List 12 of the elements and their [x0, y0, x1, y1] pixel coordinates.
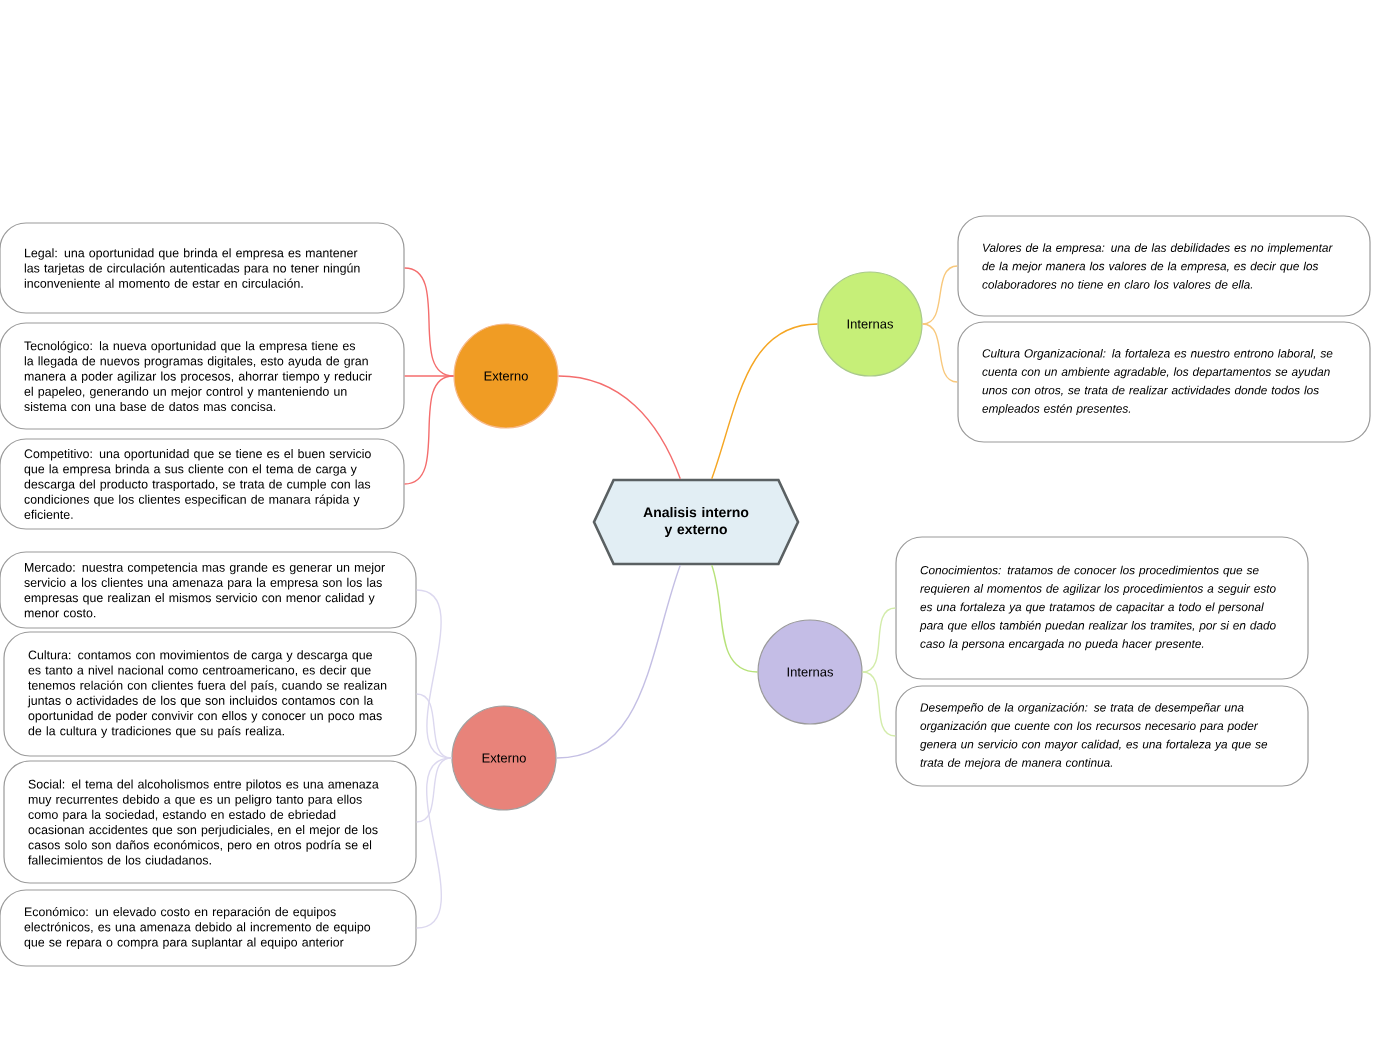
connector: [403, 375, 455, 485]
connector: [921, 323, 959, 383]
connector: [555, 564, 681, 759]
connector: [861, 671, 897, 737]
connector: [557, 375, 681, 480]
connector: [921, 265, 959, 325]
connector: [415, 757, 453, 823]
connector: [403, 375, 455, 377]
connector: [415, 693, 453, 759]
connector: [861, 607, 897, 673]
connector: [711, 323, 819, 480]
connector: [711, 564, 759, 673]
